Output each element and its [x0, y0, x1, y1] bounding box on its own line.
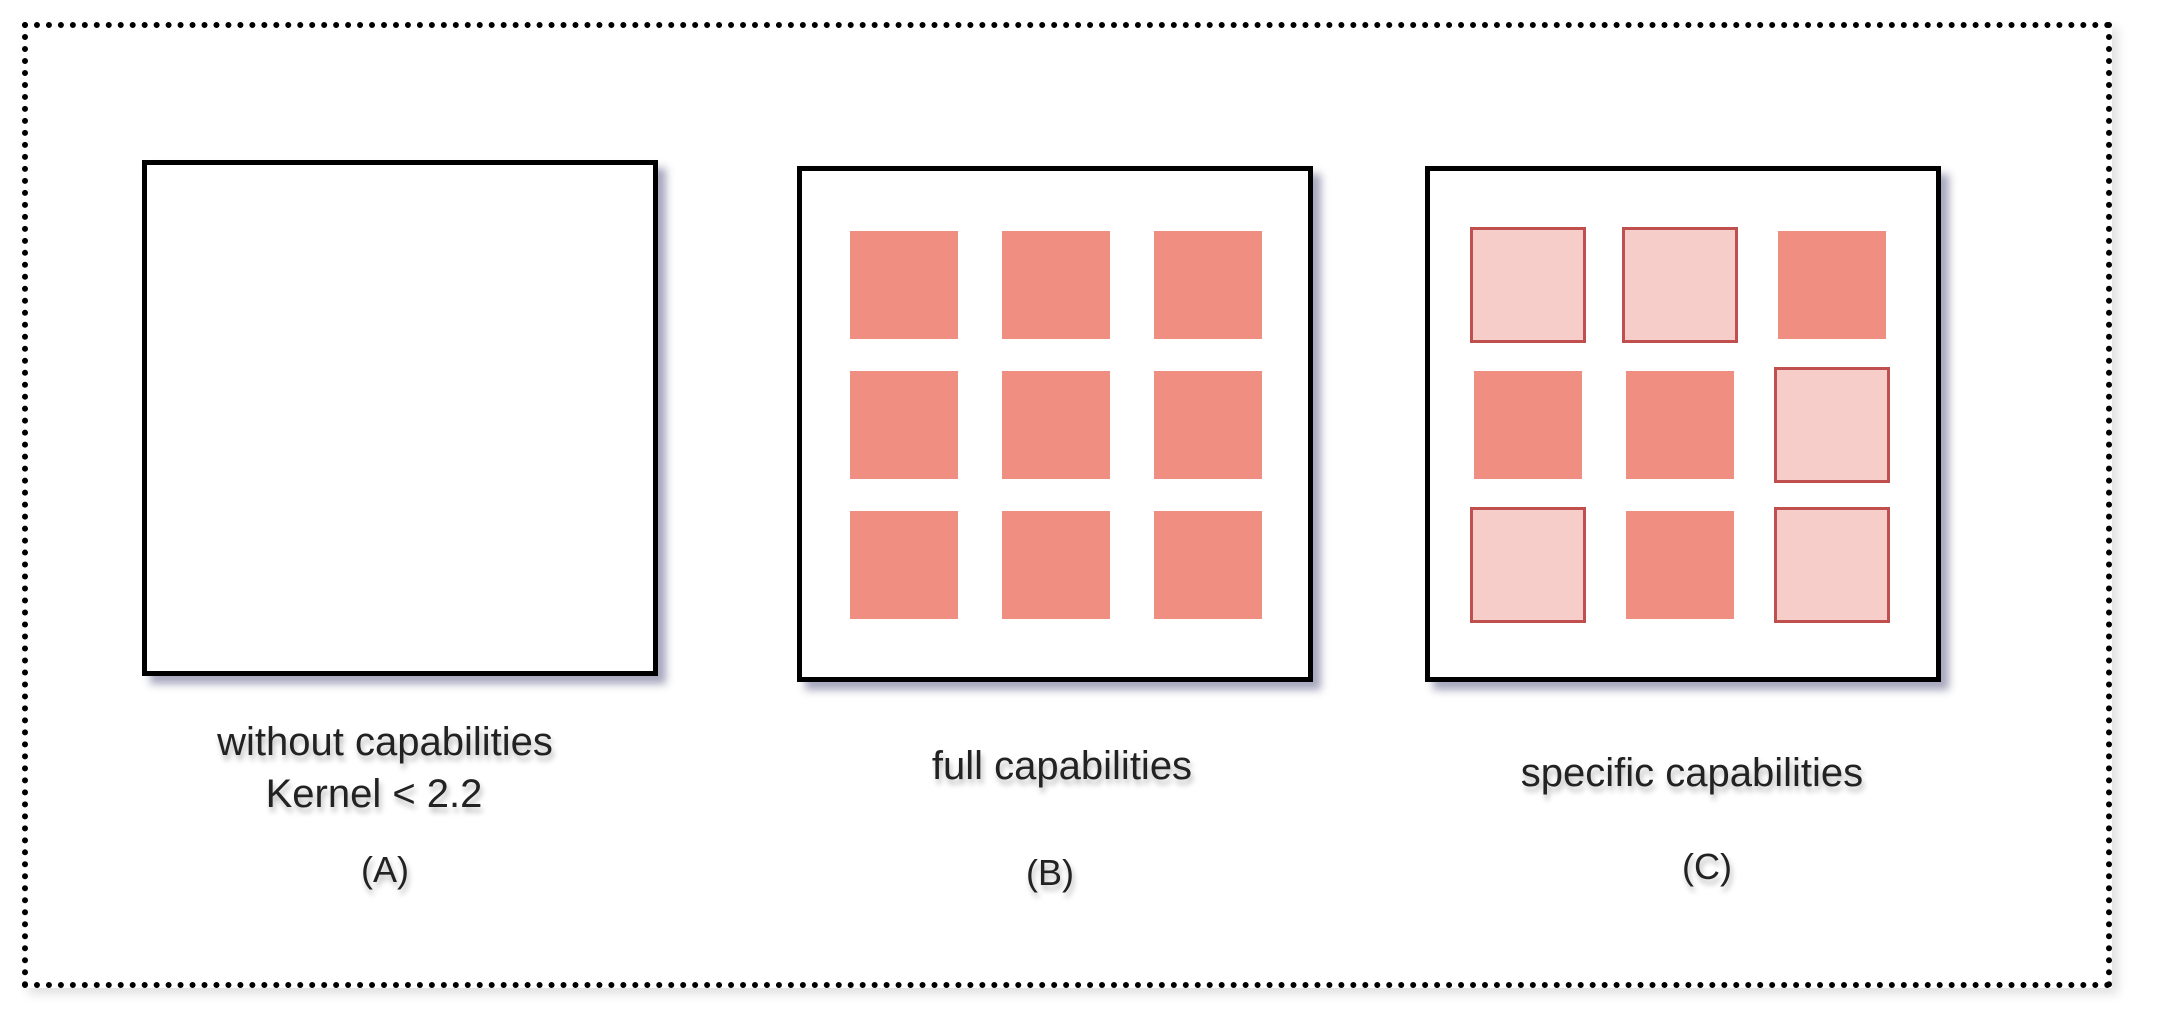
- panel-b-title: full capabilities: [931, 744, 1193, 788]
- capability-granted-r2c3: [1154, 371, 1262, 479]
- panel-full-capabilities: [797, 166, 1313, 682]
- panel-a-label: (A): [361, 849, 409, 890]
- capability-granted-r1c3: [1778, 231, 1886, 339]
- panel-b-label: (B): [1026, 852, 1074, 893]
- panel-c-label: (C): [1682, 846, 1732, 887]
- capability-granted-r2c1: [1474, 371, 1582, 479]
- panel-a-title: without capabilities Kernel < 2.2: [205, 716, 565, 820]
- panel-specific-capabilities: [1425, 166, 1941, 682]
- capability-granted-r2c2: [1626, 371, 1734, 479]
- capability-granted-r3c2: [1626, 511, 1734, 619]
- capability-granted-r3c2: [1002, 511, 1110, 619]
- panel-a-title-line-1: without capabilities: [217, 720, 553, 764]
- panel-without-capabilities: [142, 160, 658, 676]
- capability-granted-r3c1: [850, 511, 958, 619]
- capability-granted-r1c1: [850, 231, 958, 339]
- capability-not-granted-r1c2: [1622, 227, 1738, 343]
- outer-dotted-frame: [22, 22, 2112, 988]
- capability-not-granted-r3c1: [1470, 507, 1586, 623]
- panel-c-title: specific capabilities: [1520, 751, 1864, 795]
- panel-a-title-line-2: Kernel < 2.2: [265, 772, 483, 816]
- capability-not-granted-r2c3: [1774, 367, 1890, 483]
- capability-not-granted-r3c3: [1774, 507, 1890, 623]
- capability-granted-r2c1: [850, 371, 958, 479]
- capability-granted-r3c3: [1154, 511, 1262, 619]
- capability-granted-r1c3: [1154, 231, 1262, 339]
- capability-not-granted-r1c1: [1470, 227, 1586, 343]
- capability-granted-r2c2: [1002, 371, 1110, 479]
- capability-granted-r1c2: [1002, 231, 1110, 339]
